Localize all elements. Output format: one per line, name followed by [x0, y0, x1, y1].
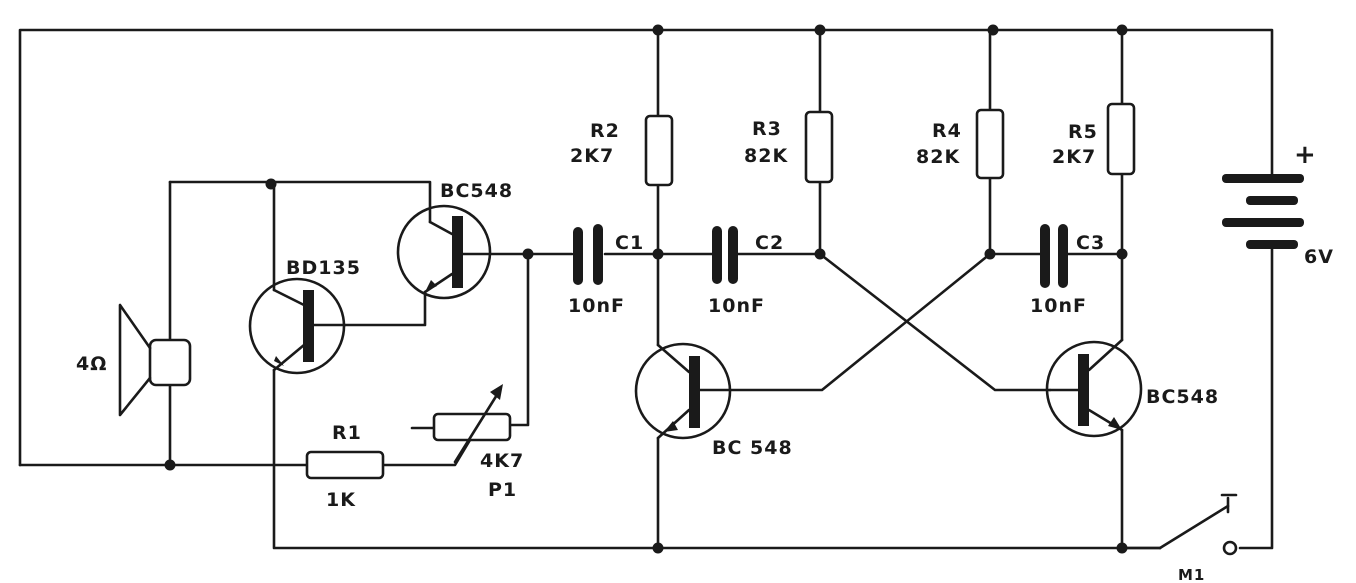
switch-label: M1 [1178, 566, 1205, 583]
c2-name-label: C2 [755, 232, 784, 254]
junction-dots [164, 24, 1128, 554]
bc548-left-label: BC 548 [712, 437, 793, 459]
resistor-r3 [804, 110, 834, 184]
bd135-label: BD135 [286, 257, 361, 279]
r4-value-label: 82K [916, 146, 960, 168]
wires [18, 28, 1274, 550]
battery-voltage-label: 6V [1304, 246, 1334, 268]
switch-m1 [1120, 493, 1238, 556]
r1-value-label: 1K [326, 489, 356, 511]
bc548-right-label: BC548 [1146, 386, 1219, 408]
c3-value-label: 10nF [1030, 295, 1087, 317]
resistor-r2 [644, 114, 674, 187]
c1-value-label: 10nF [568, 295, 625, 317]
battery [1222, 174, 1304, 249]
transistor-bd135 [248, 277, 347, 375]
bc548-driver-label: BC548 [440, 180, 513, 202]
c3-name-label: C3 [1076, 232, 1105, 254]
r4-name-label: R4 [932, 120, 962, 142]
c2-value-label: 10nF [708, 295, 765, 317]
speaker [118, 303, 192, 417]
r3-name-label: R3 [752, 118, 782, 140]
resistor-r4 [975, 108, 1005, 180]
capacitor-c1 [573, 224, 603, 285]
c1-name-label: C1 [615, 232, 644, 254]
transistor-bc548-left [634, 342, 732, 440]
r3-value-label: 82K [744, 145, 788, 167]
transistor-bc548-driver [396, 204, 492, 300]
resistor-r5 [1106, 102, 1136, 176]
speaker-impedance-label: 4Ω [76, 353, 107, 375]
r5-name-label: R5 [1068, 121, 1098, 143]
resistor-r1 [305, 450, 385, 480]
battery-plus-label: + [1294, 140, 1317, 170]
labels: R2 2K7 R3 82K R4 82K R5 2K7 BC548 BD135 … [76, 118, 1334, 583]
transistor-bc548-right [1045, 338, 1143, 438]
r1-name-label: R1 [332, 422, 362, 444]
r5-value-label: 2K7 [1052, 146, 1096, 168]
potentiometer-p1 [432, 384, 512, 464]
r2-value-label: 2K7 [570, 145, 614, 167]
p1-name-label: P1 [488, 479, 517, 501]
r2-name-label: R2 [590, 120, 620, 142]
capacitor-c3 [1040, 224, 1068, 288]
p1-value-label: 4K7 [480, 450, 524, 472]
capacitor-c2 [712, 226, 738, 284]
